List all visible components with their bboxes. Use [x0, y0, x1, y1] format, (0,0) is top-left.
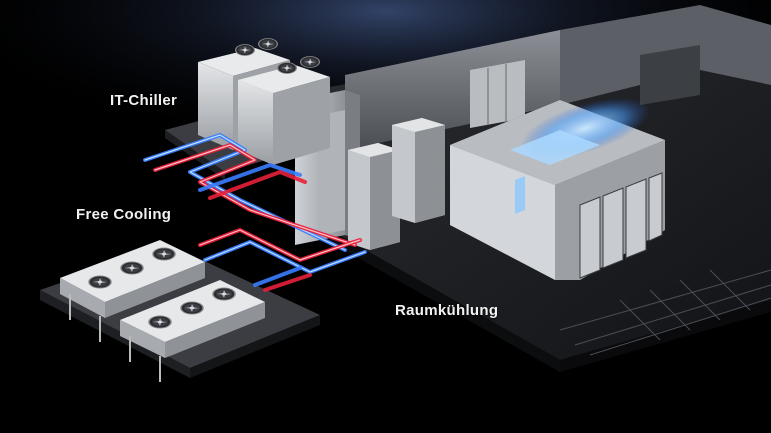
rack-doors [579, 172, 663, 279]
floor-edge [330, 230, 560, 372]
label-it-chiller: IT-Chiller [110, 92, 178, 109]
underfloor-cabling [559, 269, 771, 356]
fan-icon [258, 37, 278, 51]
fan-icon [120, 261, 144, 275]
it-chiller-unit-2 [238, 55, 330, 165]
wall-door [640, 45, 700, 105]
fan-icon [152, 247, 176, 261]
fan-icon [180, 301, 204, 315]
fan-icon [212, 287, 236, 301]
free-cooling-unit-2 [120, 280, 265, 382]
fan-icon [148, 315, 172, 329]
free-cooling-unit-1 [60, 240, 205, 342]
fan-icon [235, 43, 255, 57]
switchgear-panel [470, 60, 525, 128]
label-free-cooling: Free Cooling [76, 206, 172, 223]
pipe-network [143, 133, 367, 292]
label-room-cooling: Raumkühlung [395, 302, 499, 319]
fan-icon [300, 55, 320, 69]
fan-icon [277, 61, 297, 75]
back-wall [345, 30, 560, 150]
fan-icon [88, 275, 112, 289]
